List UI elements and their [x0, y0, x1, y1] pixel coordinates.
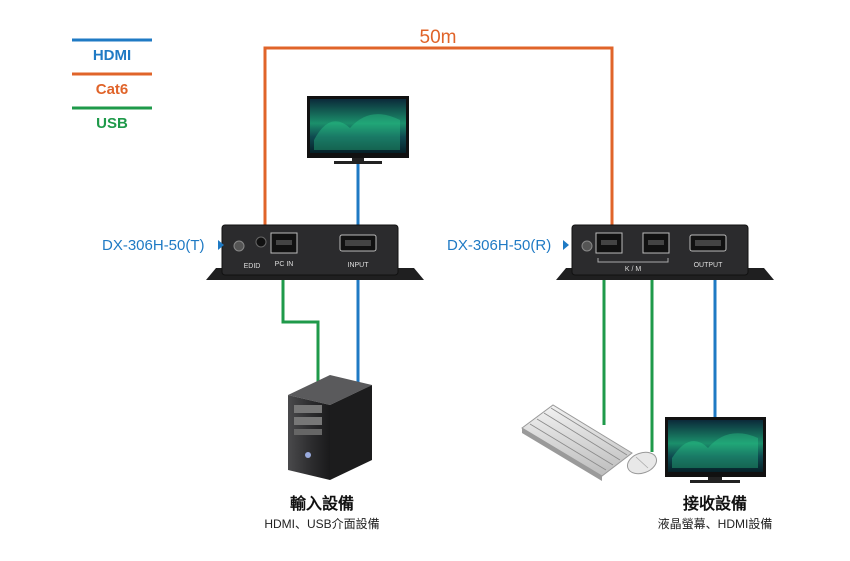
monitor-receiver-screen [668, 420, 763, 472]
sink-subtitle: 液晶螢幕、HDMI設備 [658, 516, 773, 531]
transmitter-model-label: DX-306H-50(T) [102, 237, 205, 254]
transmitter-pointer-icon [218, 240, 224, 250]
legend-usb-label: USB [96, 115, 128, 132]
pc-tower [288, 375, 372, 480]
rx-km-label: K / M [625, 266, 642, 273]
tx-edid-label: EDID [244, 263, 261, 270]
cat6-cable [263, 46, 614, 225]
legend-cat6-label: Cat6 [96, 81, 129, 98]
source-title: 輸入設備 [290, 494, 354, 513]
edid-dial [233, 240, 245, 252]
source-subtitle: HDMI、USB介面設備 [264, 516, 379, 531]
sink-title: 接收設備 [683, 494, 747, 513]
rx-dial [581, 240, 593, 252]
status-led [255, 236, 267, 248]
tx-input-label: INPUT [348, 262, 370, 269]
receiver-device: K / M OUTPUT [556, 224, 774, 280]
transmitter-device: EDID PC IN INPUT [206, 224, 424, 280]
monitor-top [307, 96, 409, 164]
rx-output-label: OUTPUT [694, 262, 724, 269]
monitor-top-screen [310, 99, 406, 153]
tx-pcin-label: PC IN [275, 261, 294, 268]
mouse [626, 451, 658, 475]
usb-cable-tx-pc [281, 265, 320, 383]
legend-hdmi-label: HDMI [93, 47, 131, 64]
legend: HDMI Cat6 USB [72, 38, 152, 132]
monitor-receiver [665, 417, 766, 483]
keyboard [521, 404, 633, 481]
receiver-model-label: DX-306H-50(R) [447, 237, 551, 254]
cable-length-label: 50m [420, 27, 457, 48]
receiver-pointer-icon [563, 240, 569, 250]
